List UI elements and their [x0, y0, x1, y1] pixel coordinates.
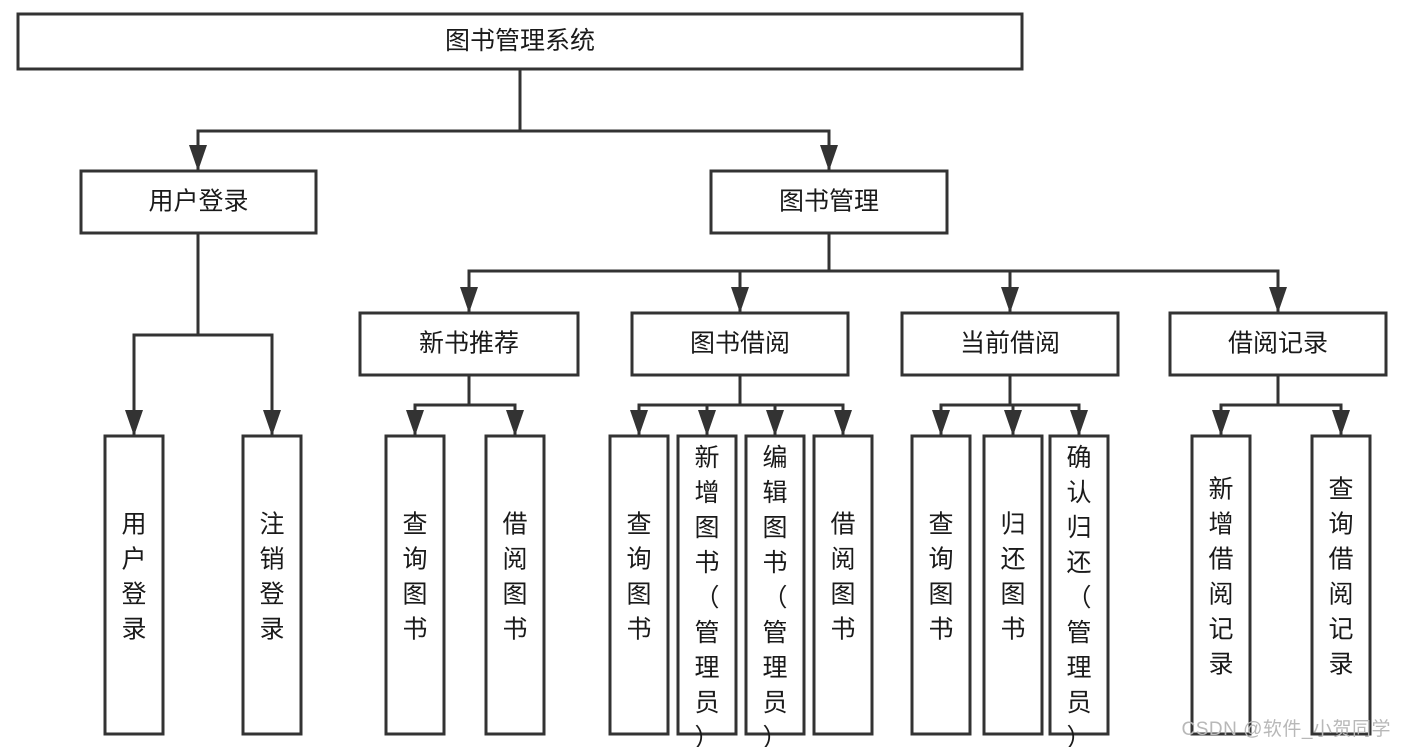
arrow-user-login — [189, 145, 207, 171]
node-box[interactable] — [79, 169, 318, 235]
node-leaf-confirm-return[interactable]: 确认归还（管理员） — [1048, 434, 1110, 747]
node-box[interactable] — [1168, 311, 1388, 377]
node-label: 用户登录 — [148, 188, 248, 216]
arrow-leaf-borrow-book-1 — [506, 410, 524, 436]
node-leaf-user-login[interactable]: 用户登录 — [103, 434, 165, 736]
arrow-leaf-edit-book — [766, 410, 784, 436]
arrow-leaf-query-book-3 — [932, 410, 950, 436]
node-leaf-query-book-3[interactable]: 查询图书 — [910, 434, 972, 736]
node-label: 图书借阅 — [690, 330, 790, 358]
node-label: 用户登录 — [121, 511, 146, 644]
node-label: 查询图书 — [928, 511, 953, 644]
node-label: 借阅记录 — [1228, 330, 1328, 358]
node-label: 图书管理系统 — [445, 27, 595, 55]
node-label: 查询借阅记录 — [1328, 476, 1353, 679]
root-bus — [196, 67, 831, 133]
node-box[interactable] — [16, 12, 1024, 71]
node-box[interactable] — [384, 434, 446, 736]
node-leaf-edit-book[interactable]: 编辑图书（管理员） — [744, 434, 806, 747]
node-book-borrow[interactable]: 图书借阅 — [630, 311, 850, 377]
arrow-leaf-query-book-1 — [406, 410, 424, 436]
node-label: 新书推荐 — [419, 330, 519, 358]
arrow-leaf-query-book-2 — [630, 410, 648, 436]
arrow-borrow-record — [1269, 287, 1287, 313]
node-box[interactable] — [1310, 434, 1372, 736]
node-label: 确认归还（管理员） — [1066, 444, 1091, 747]
arrow-leaf-logout — [263, 410, 281, 436]
node-box[interactable] — [484, 434, 546, 736]
arrow-leaf-user-login — [125, 410, 143, 436]
node-label: 借阅图书 — [830, 511, 855, 644]
node-borrow-record[interactable]: 借阅记录 — [1168, 311, 1388, 377]
node-leaf-add-book[interactable]: 新增图书（管理员） — [676, 434, 738, 747]
borrow-record-bus — [1219, 373, 1343, 407]
node-box[interactable] — [982, 434, 1044, 736]
node-layer: 图书管理系统用户登录图书管理新书推荐图书借阅当前借阅借阅记录用户登录注销登录查询… — [16, 12, 1388, 747]
book-borrow-bus — [637, 373, 845, 407]
node-leaf-borrow-book-1[interactable]: 借阅图书 — [484, 434, 546, 736]
book-manage-bus — [467, 231, 1280, 273]
node-label: 当前借阅 — [960, 330, 1060, 358]
node-leaf-query-book-1[interactable]: 查询图书 — [384, 434, 446, 736]
node-current-borrow[interactable]: 当前借阅 — [900, 311, 1120, 377]
node-box[interactable] — [744, 434, 806, 736]
node-leaf-add-record[interactable]: 新增借阅记录 — [1190, 434, 1252, 736]
arrow-new-book-rec — [460, 287, 478, 313]
node-label: 新增图书（管理员） — [694, 444, 719, 747]
node-box[interactable] — [676, 434, 738, 736]
node-box[interactable] — [812, 434, 874, 736]
arrow-leaf-add-record — [1212, 410, 1230, 436]
node-label: 查询图书 — [402, 511, 427, 644]
node-box[interactable] — [1190, 434, 1252, 736]
node-box[interactable] — [103, 434, 165, 736]
node-user-login[interactable]: 用户登录 — [79, 169, 318, 235]
node-box[interactable] — [709, 169, 949, 235]
arrow-leaf-return-book — [1004, 410, 1022, 436]
node-box[interactable] — [241, 434, 303, 736]
user-login-bus — [132, 231, 274, 337]
connector-layer — [132, 67, 1343, 438]
node-new-book-rec[interactable]: 新书推荐 — [358, 311, 580, 377]
arrowhead-layer — [125, 145, 1350, 436]
node-box[interactable] — [900, 311, 1120, 377]
new-book-bus — [413, 373, 517, 407]
arrow-leaf-confirm-return — [1070, 410, 1088, 436]
node-leaf-query-record[interactable]: 查询借阅记录 — [1310, 434, 1372, 736]
node-box[interactable] — [1048, 434, 1110, 736]
node-label: 图书管理 — [779, 188, 879, 216]
node-label: 查询图书 — [626, 511, 651, 644]
arrow-book-manage — [820, 145, 838, 171]
arrow-current-borrow — [1001, 287, 1019, 313]
node-box[interactable] — [608, 434, 670, 736]
node-leaf-query-book-2[interactable]: 查询图书 — [608, 434, 670, 736]
node-root[interactable]: 图书管理系统 — [16, 12, 1024, 71]
arrow-leaf-add-book — [698, 410, 716, 436]
node-leaf-return-book[interactable]: 归还图书 — [982, 434, 1044, 736]
current-borrow-bus — [939, 373, 1081, 407]
arrow-book-borrow — [731, 287, 749, 313]
node-book-manage[interactable]: 图书管理 — [709, 169, 949, 235]
node-box[interactable] — [910, 434, 972, 736]
arrow-leaf-borrow-book-2 — [834, 410, 852, 436]
node-label: 归还图书 — [1000, 511, 1025, 644]
node-label: 注销登录 — [259, 511, 284, 644]
node-label: 编辑图书（管理员） — [762, 444, 787, 747]
node-leaf-borrow-book-2[interactable]: 借阅图书 — [812, 434, 874, 736]
node-box[interactable] — [358, 311, 580, 377]
node-box[interactable] — [630, 311, 850, 377]
arrow-leaf-query-record — [1332, 410, 1350, 436]
node-label: 新增借阅记录 — [1208, 476, 1233, 679]
node-leaf-logout[interactable]: 注销登录 — [241, 434, 303, 736]
node-label: 借阅图书 — [502, 511, 527, 644]
